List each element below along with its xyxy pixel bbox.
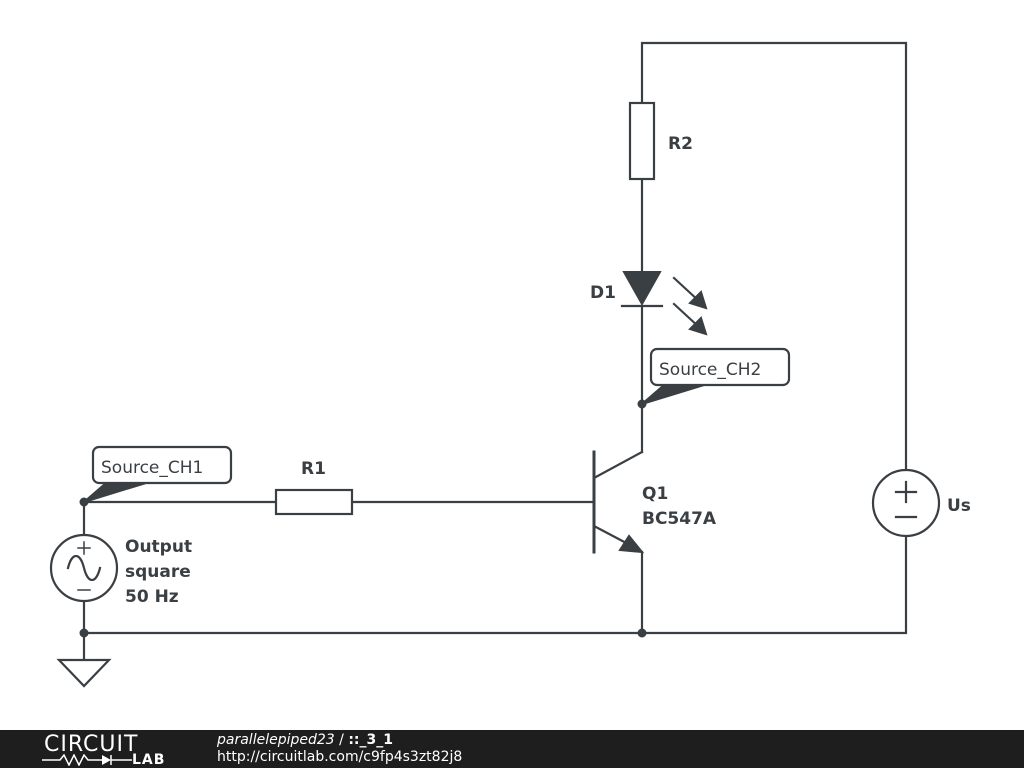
circuitlab-logo[interactable]: CIRCUIT LAB [40, 732, 180, 768]
d1-label: D1 [590, 283, 616, 303]
probe-pointer-icon [83, 482, 147, 503]
footer-title: parallelepiped23 / ::_3_1 [217, 732, 393, 748]
circuit-schematic: R1 R2 D1 Q1 BC547A Us [49, 41, 971, 688]
voltage-source-us[interactable]: Us [871, 468, 971, 538]
source-label-line3: 50 Hz [125, 587, 179, 607]
source-label-line2: square [125, 562, 191, 582]
us-label: Us [947, 496, 971, 516]
junction-ground-emitter [637, 628, 647, 638]
footer-bar: CIRCUIT LAB parallelepiped23 / ::_3_1 ht… [0, 730, 1024, 768]
source-label-line1: Output [125, 537, 192, 557]
q1-model: BC547A [642, 509, 717, 529]
resistor-r1[interactable]: R1 [274, 459, 354, 516]
logo-resistor-diode-icon [42, 754, 132, 766]
footer-separator: / [334, 732, 349, 748]
wire-right-return [82, 534, 908, 635]
probe-ch2[interactable]: Source_CH2 [641, 347, 791, 405]
resistor-r2[interactable]: R2 [628, 101, 693, 181]
probe-ch1[interactable]: Source_CH1 [83, 445, 233, 503]
r2-label: R2 [668, 134, 693, 154]
probe-ch1-label: Source_CH1 [101, 458, 203, 478]
wires [82, 41, 908, 662]
emitter-arrow-icon [618, 534, 645, 554]
transistor-q1[interactable]: Q1 BC547A [592, 450, 717, 554]
q1-label: Q1 [642, 484, 668, 504]
diode-icon [622, 271, 662, 307]
logo-text-circuit: CIRCUIT [44, 732, 139, 757]
ground-icon [56, 658, 112, 688]
r1-label: R1 [301, 459, 326, 479]
footer-user[interactable]: parallelepiped23 [217, 732, 335, 748]
sine-wave-icon [66, 554, 102, 582]
logo-text-lab: LAB [132, 752, 166, 768]
wire-top-rail [640, 41, 908, 472]
junction-ground-left [79, 628, 89, 638]
light-emission-icon [672, 276, 708, 336]
led-d1[interactable]: D1 [590, 271, 708, 336]
probe-ch2-label: Source_CH2 [659, 360, 761, 380]
probe-pointer-icon [641, 384, 705, 405]
footer-url-link[interactable]: http://circuitlab.com/c9fp4s3zt82j8 [217, 749, 463, 765]
footer-project[interactable]: ::_3_1 [348, 732, 393, 748]
ac-source[interactable]: Output square 50 Hz [49, 533, 192, 607]
